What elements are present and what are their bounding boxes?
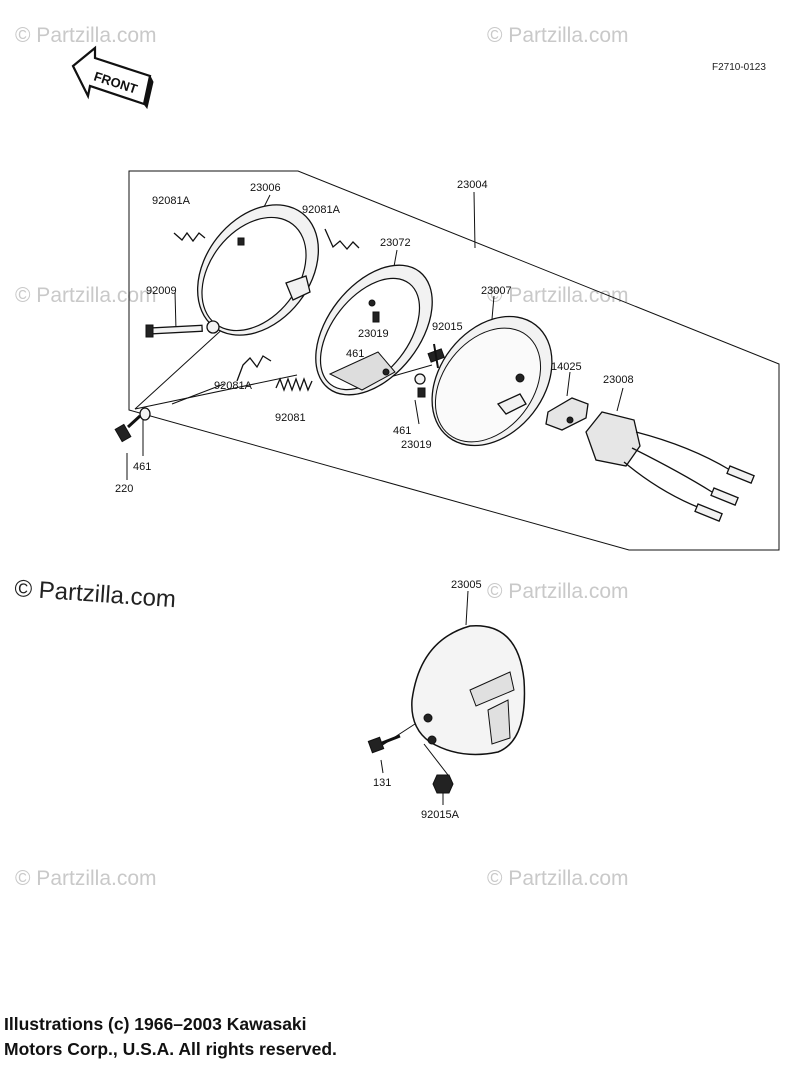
- label-92009: 92009: [146, 285, 177, 297]
- label-23072: 23072: [380, 237, 411, 249]
- spring-clip-92081a-icon: [173, 231, 206, 243]
- label-461: 461: [133, 461, 151, 473]
- label-131: 131: [373, 777, 391, 789]
- nut-461-icon: [139, 407, 151, 421]
- copyright-notice: Illustrations (c) 1966–2003 Kawasaki Mot…: [4, 1012, 524, 1062]
- headlight-rim-23006: [196, 204, 320, 336]
- label-92081a: 92081A: [302, 204, 341, 216]
- copyright-line-2: Motors Corp., U.S.A. All rights reserved…: [4, 1039, 337, 1059]
- leader-lines: [126, 191, 624, 805]
- watermark: © Partzilla.com: [15, 867, 157, 890]
- nut-461-icon: [414, 373, 426, 385]
- screw-220-icon: [114, 414, 142, 443]
- watermark: © Partzilla.com: [15, 284, 157, 307]
- housing-23005: [411, 625, 526, 756]
- label-23007: 23007: [481, 285, 512, 297]
- watermark: © Partzilla.com: [15, 24, 157, 47]
- part-labels: 23004 23006 92081A 92081A 23072 23007 92…: [115, 179, 634, 821]
- label-23019: 23019: [401, 439, 432, 451]
- label-92081a: 92081A: [152, 195, 191, 207]
- inner-rim-23072: [315, 264, 433, 396]
- spring-92081-icon: [275, 377, 313, 392]
- screw-23019-icon: [372, 311, 380, 323]
- copyright-line-1: Illustrations (c) 1966–2003 Kawasaki: [4, 1014, 307, 1034]
- label-92081: 92081: [275, 412, 306, 424]
- screw-23019-icon: [417, 387, 426, 398]
- watermark-large: © Partzilla.com: [14, 575, 177, 613]
- watermark: © Partzilla.com: [487, 867, 629, 890]
- drawing-code: F2710-0123: [712, 62, 766, 73]
- socket-23008: [585, 411, 755, 523]
- label-220: 220: [115, 483, 133, 495]
- label-461: 461: [393, 425, 411, 437]
- assembly-outline: [128, 170, 780, 551]
- label-23004: 23004: [457, 179, 488, 191]
- watermark-group: © Partzilla.com © Partzilla.com © Partzi…: [14, 24, 629, 890]
- label-92015: 92015: [432, 321, 463, 333]
- spring-clip-92081a-icon: [324, 228, 360, 250]
- label-92081a: 92081A: [214, 380, 253, 392]
- front-arrow-icon: FRONT: [71, 45, 154, 110]
- label-14025: 14025: [551, 361, 582, 373]
- cap-14025: [545, 397, 589, 431]
- label-92015a: 92015A: [421, 809, 460, 821]
- sealed-beam-23007: [431, 315, 553, 447]
- label-23008: 23008: [603, 374, 634, 386]
- watermark: © Partzilla.com: [487, 24, 629, 47]
- bolt-131-icon: [367, 734, 401, 754]
- screw-92015-icon: [427, 343, 445, 369]
- nut-92015a-icon: [432, 774, 454, 794]
- label-461: 461: [346, 348, 364, 360]
- spring-clip-92081a-icon: [236, 355, 272, 382]
- screw-92009-icon: [145, 324, 203, 338]
- watermark: © Partzilla.com: [487, 580, 629, 603]
- label-23005: 23005: [451, 579, 482, 591]
- label-23006: 23006: [250, 182, 281, 194]
- label-23019: 23019: [358, 328, 389, 340]
